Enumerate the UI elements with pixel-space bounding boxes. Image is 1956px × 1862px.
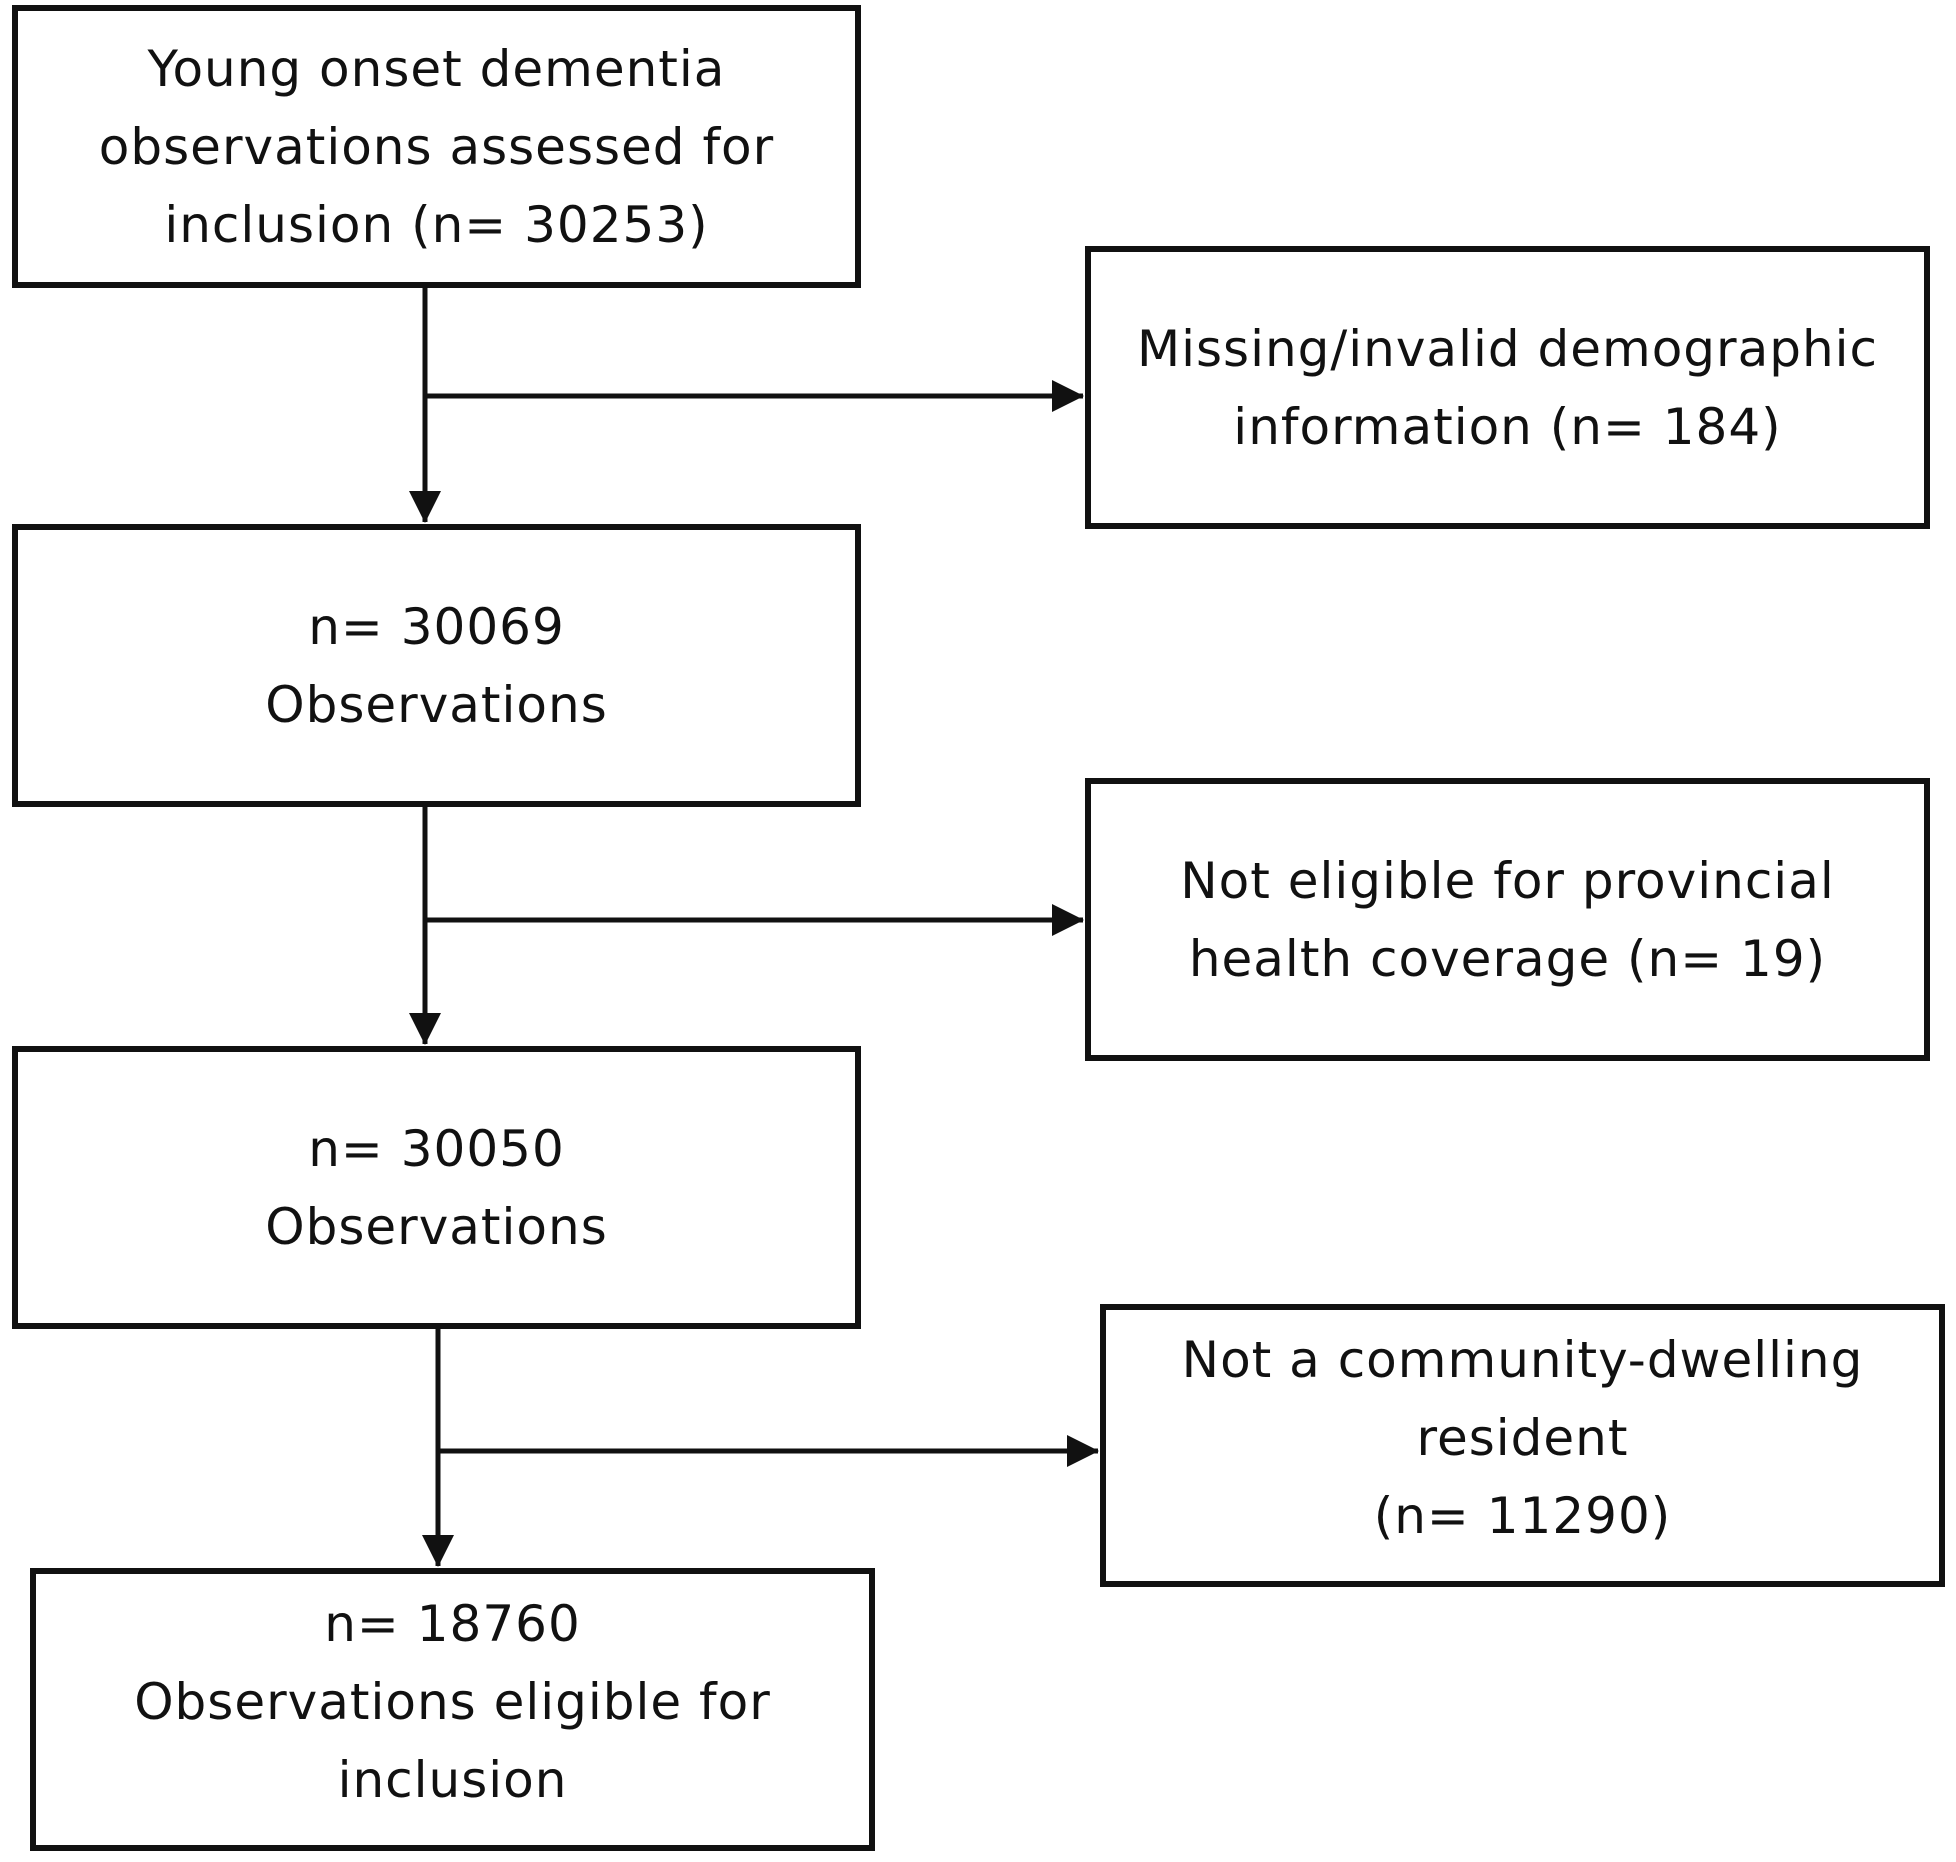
exclusion-box-text-line: information (n= 184) [1233,397,1782,456]
flow-box-eligible-text: n= 18760 Observations eligible for inclu… [134,1585,771,1819]
exclusion-box-community-text: Not a community-dwelling resident (n= 11… [1182,1321,1864,1555]
flow-box-eligible: n= 18760 Observations eligible for inclu… [30,1568,875,1851]
flow-box-text-line: Observations [265,1197,608,1256]
exclusion-box-text-line: Missing/invalid demographic [1136,319,1879,378]
exclusion-box-coverage-text: Not eligible for provincial health cover… [1180,842,1834,998]
flow-box-text-line: Young onset dementia [147,39,726,98]
exclusion-box-text-line: resident [1416,1408,1629,1467]
flow-box-assessed: Young onset dementia observations assess… [12,5,861,288]
exclusion-box-text-line: Not a community-dwelling [1181,1330,1864,1389]
exclusion-box-community: Not a community-dwelling resident (n= 11… [1100,1304,1945,1587]
flow-box-text-line: n= 30069 [308,597,565,656]
flow-box-text-line: n= 18760 [324,1594,581,1653]
exclusion-box-text-line: Not eligible for provincial [1180,851,1835,910]
flow-box-text-line: inclusion (n= 30253) [164,195,709,254]
exclusion-box-coverage: Not eligible for provincial health cover… [1085,778,1930,1061]
flow-box-text-line: Observations eligible for [134,1672,771,1731]
flow-box-after-coverage-text: n= 30050 Observations [265,1110,608,1266]
exclusion-box-text-line: health coverage (n= 19) [1188,929,1827,988]
flow-box-text-line: observations assessed for [98,117,775,176]
flow-box-assessed-text: Young onset dementia observations assess… [99,30,774,264]
flow-box-text-line: inclusion [337,1750,568,1809]
flow-box-after-coverage: n= 30050 Observations [12,1046,861,1329]
flow-box-after-demographic: n= 30069 Observations [12,524,861,807]
exclusion-box-demographic: Missing/invalid demographic information … [1085,246,1930,529]
flow-box-text-line: Observations [265,675,608,734]
exclusion-box-text-line: (n= 11290) [1373,1486,1672,1545]
flow-box-after-demographic-text: n= 30069 Observations [265,588,608,744]
flow-box-text-line: n= 30050 [308,1119,565,1178]
exclusion-box-demographic-text: Missing/invalid demographic information … [1137,310,1878,466]
